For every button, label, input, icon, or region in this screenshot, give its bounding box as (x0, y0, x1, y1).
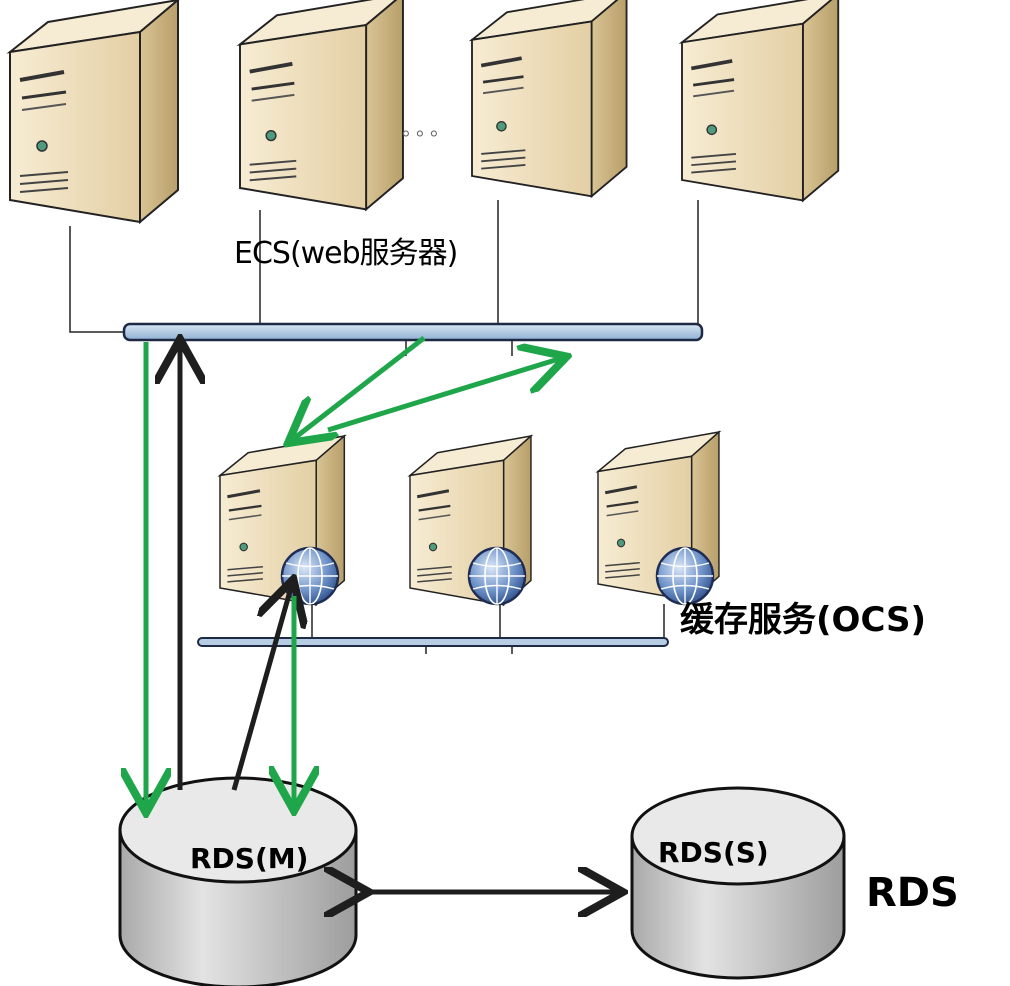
flow-arrows (146, 338, 618, 892)
web-server-2-icon (238, 0, 405, 212)
web-server-1-icon (8, 0, 180, 224)
ecs-servers (8, 0, 841, 224)
web-server-3-icon (470, 0, 629, 199)
web-server-4-icon (680, 0, 841, 203)
black-arrow-rds-to-cache (231, 584, 292, 791)
cache-globe-2-icon (467, 546, 527, 606)
ecs-label: ECS(web服务器) (234, 236, 458, 271)
ocs-label: 缓存服务(OCS) (680, 600, 927, 640)
rds-master-label: RDS(M) (190, 842, 309, 875)
ocs-network-bus (197, 637, 669, 647)
ocs-connectors (311, 604, 665, 654)
ecs-network-bus (122, 322, 704, 342)
rds-slave-icon (630, 786, 846, 980)
rds-master-icon (118, 776, 358, 986)
rds-label: RDS (866, 870, 959, 916)
ocs-servers (218, 430, 721, 607)
rds-slave-label: RDS(S) (658, 836, 769, 869)
ellipsis-label: 。。。 (402, 116, 454, 140)
ecs-connectors (69, 200, 699, 356)
green-arrow-bus-to-cache (292, 336, 426, 440)
green-arrow-cache-to-bus (327, 358, 562, 433)
